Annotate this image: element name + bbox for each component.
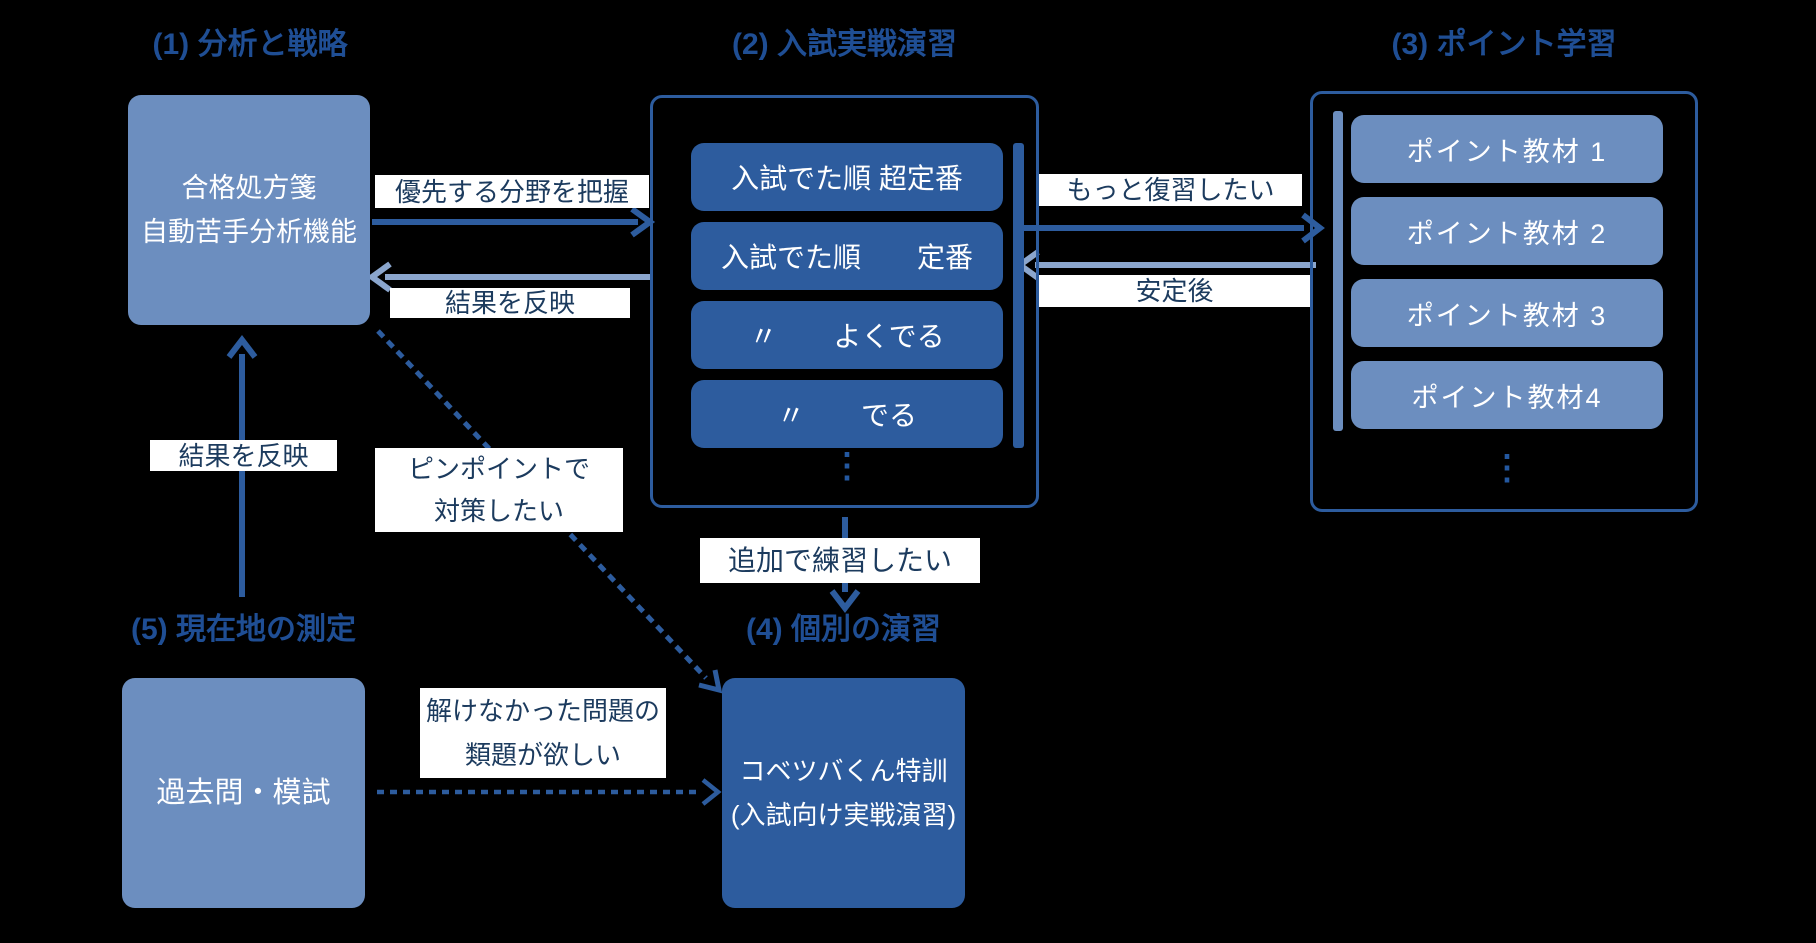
- label-additional-practice: 追加で練習したい: [700, 538, 980, 583]
- arrow-practice-to-points: [1023, 212, 1325, 244]
- points-item-1: ポイント教材 1: [1351, 115, 1663, 183]
- label-after-stable: 安定後: [1039, 275, 1310, 307]
- arrow-practice-to-analysis: [366, 261, 650, 293]
- points-item-2: ポイント教材 2: [1351, 197, 1663, 265]
- label-review-more: もっと復習したい: [1039, 174, 1302, 206]
- assessment-box-label: 過去問・模試: [156, 777, 331, 809]
- label-reflect-results-left: 結果を反映: [150, 440, 337, 471]
- practice-item-4: 〃 でる: [691, 380, 1003, 448]
- points-item-4: ポイント教材4: [1351, 361, 1663, 429]
- points-item-3: ポイント教材 3: [1351, 279, 1663, 347]
- practice-box: 入試でた順 超定番 入試でた順 定番 〃 よくでる 〃 でる ⋮: [650, 95, 1039, 508]
- practice-scroll-bar: [1013, 143, 1024, 448]
- practice-item-3: 〃 よくでる: [691, 301, 1003, 369]
- points-box: ポイント教材 1 ポイント教材 2 ポイント教材 3 ポイント教材4 ⋮: [1310, 91, 1698, 512]
- arrow-analysis-to-practice: [372, 206, 656, 238]
- individual-box: コベツバくん特訓 (入試向け実戦演習): [722, 678, 965, 908]
- practice-item-2: 入試でた順 定番: [691, 222, 1003, 290]
- label-prioritize: 優先する分野を把握: [375, 175, 649, 208]
- arrow-assessment-to-analysis: [226, 335, 258, 597]
- label-reflect-results-top: 結果を反映: [390, 288, 630, 318]
- points-ellipsis: ⋮: [1490, 449, 1524, 487]
- arrow-assessment-to-individual-dotted: [377, 778, 722, 806]
- title-points: (3) ポイント学習: [1391, 28, 1617, 61]
- assessment-box: 過去問・模試: [122, 678, 365, 908]
- title-analysis: (1) 分析と戦略: [152, 28, 348, 61]
- title-individual: (4) 個別の演習: [746, 613, 941, 646]
- practice-ellipsis: ⋮: [830, 447, 864, 485]
- points-scroll-bar: [1333, 111, 1343, 431]
- title-practice: (2) 入試実戦演習: [732, 28, 957, 61]
- analysis-box-label: 合格処方箋 自動苦手分析機能: [141, 173, 357, 247]
- title-assessment: (5) 現在地の測定: [131, 613, 356, 646]
- practice-item-1: 入試でた順 超定番: [691, 143, 1003, 211]
- label-pinpoint: ピンポイントで 対策したい: [375, 448, 623, 532]
- analysis-box: 合格処方箋 自動苦手分析機能: [128, 95, 370, 325]
- label-similar-problems: 解けなかった問題の 類題が欲しい: [420, 688, 666, 778]
- individual-box-label: コベツバくん特訓 (入試向け実戦演習): [730, 756, 957, 830]
